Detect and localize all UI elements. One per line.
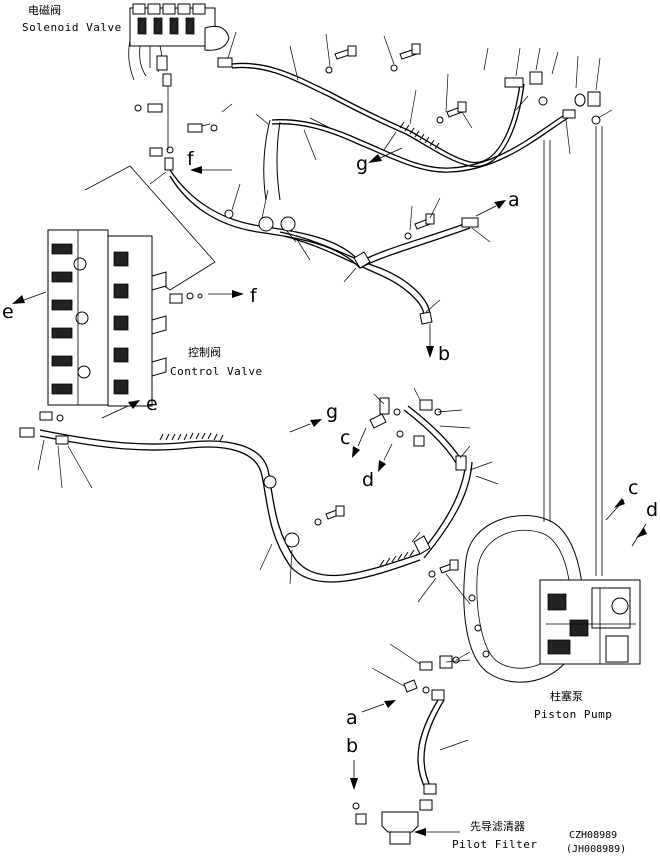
pump-line-fittings bbox=[369, 397, 442, 438]
ref-b-top: b bbox=[438, 343, 450, 365]
piston-pump-assembly bbox=[463, 515, 641, 683]
lower-hose-group bbox=[19, 405, 473, 583]
ref-e-lower: e bbox=[146, 393, 158, 415]
ref-e-left: e bbox=[2, 301, 14, 323]
ref-g-top: g bbox=[356, 153, 368, 175]
ref-a-pilot: a bbox=[346, 707, 358, 729]
leader-lines bbox=[37, 31, 613, 751]
pilot-filter-label-en: Pilot Filter bbox=[452, 838, 537, 851]
drawing-code: CZH08989 bbox=[569, 830, 617, 841]
pilot-filter-label-cn: 先导滤清器 bbox=[470, 820, 525, 833]
reference-arrows bbox=[12, 147, 647, 836]
top-bolts bbox=[325, 43, 467, 124]
solenoid-fittings bbox=[134, 57, 233, 171]
ref-c-pump: c bbox=[628, 477, 638, 499]
pump-port-line-c bbox=[543, 140, 551, 522]
ref-g-lower: g bbox=[326, 401, 338, 423]
pump-port-line-d bbox=[595, 126, 603, 576]
pilot-filter-assembly bbox=[352, 799, 433, 845]
solenoid-valve-assembly bbox=[128, 3, 230, 87]
solenoid-valve-label-cn: 电磁阀 bbox=[28, 3, 61, 17]
piston-pump-label-en: Piston Pump bbox=[534, 708, 612, 721]
ref-b-pilot: b bbox=[346, 735, 358, 757]
solenoid-valve-label-en: Solenoid Valve bbox=[22, 21, 122, 34]
piston-pump-label-cn: 柱塞泵 bbox=[550, 689, 583, 703]
pilot-filter-line bbox=[403, 655, 460, 795]
drawing-code-alt: (JH008989) bbox=[566, 844, 626, 855]
ref-d-mid: d bbox=[362, 469, 374, 491]
middle-hose-group bbox=[169, 119, 479, 325]
control-valve-label-en: Control Valve bbox=[170, 365, 263, 378]
ref-a-top: a bbox=[508, 189, 520, 211]
control-valve-label-cn: 控制阀 bbox=[188, 345, 221, 359]
ref-c-mid: c bbox=[340, 427, 350, 449]
ref-f-valve: f bbox=[250, 285, 258, 307]
upper-hose-group bbox=[231, 62, 601, 173]
ref-f-top: f bbox=[187, 148, 195, 170]
ref-d-pump: d bbox=[646, 499, 658, 521]
reference-letters: f g a b f e e g c d c d a b bbox=[2, 148, 658, 757]
control-valve-assembly bbox=[47, 165, 216, 407]
